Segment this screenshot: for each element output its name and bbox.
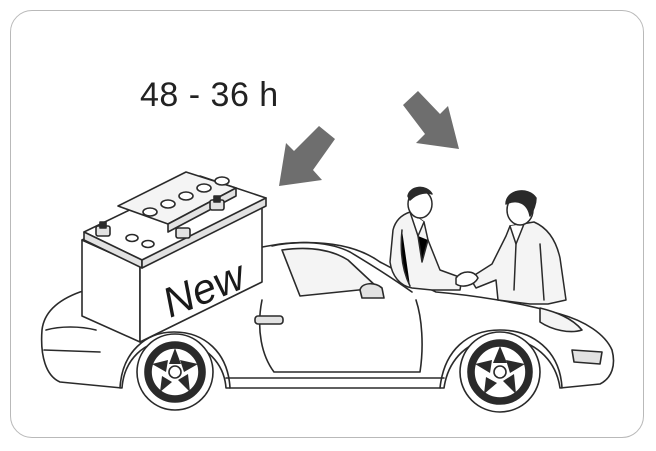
handshake-icon (389, 186, 567, 305)
rear-wheel (136, 333, 214, 411)
arrow-down-right-icon (403, 91, 459, 149)
battery-terminals (95, 195, 225, 239)
front-wheel (459, 331, 541, 413)
handshake-hands (455, 271, 479, 287)
person-right (469, 190, 567, 305)
arrow-down-left-icon (279, 126, 335, 186)
timeframe-label: 48 - 36 h (140, 76, 279, 114)
person-left (389, 186, 463, 291)
